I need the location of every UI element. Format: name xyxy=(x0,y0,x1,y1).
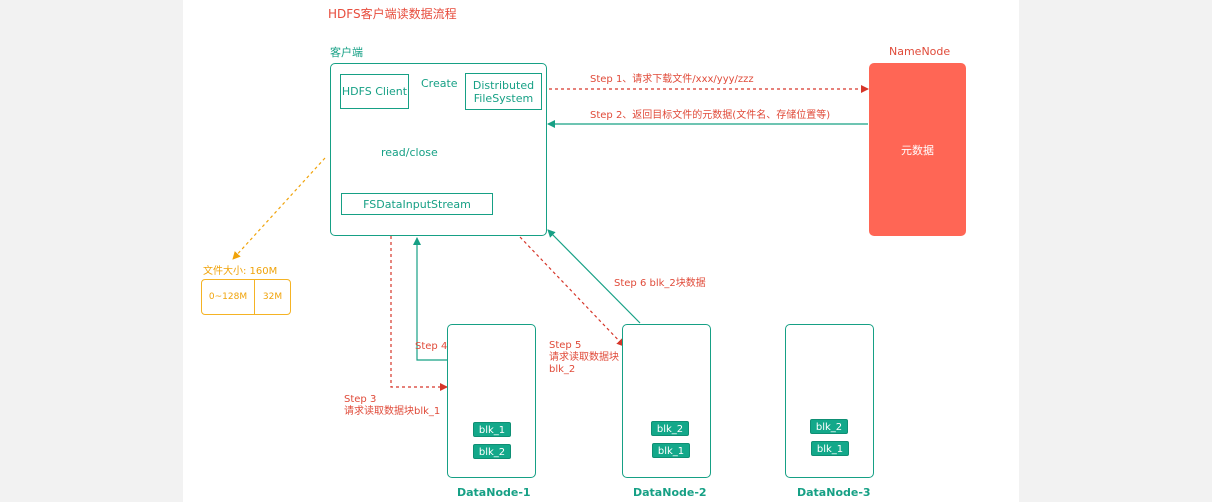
distributed-fs-line2: FileSystem xyxy=(473,91,534,105)
datanode-1-label: DataNode-1 xyxy=(457,486,531,499)
datanode-2-block-2: blk_1 xyxy=(652,443,690,458)
datanode-1-block-1: blk_1 xyxy=(473,422,511,437)
step6-label: Step 6 blk_2块数据 xyxy=(614,278,706,289)
datanode-2-block-1: blk_2 xyxy=(651,421,689,436)
metadata-label: 元数据 xyxy=(901,143,934,157)
step6-arrow xyxy=(547,229,641,324)
file-segment-1: 0~128M xyxy=(202,280,255,314)
create-label: Create xyxy=(421,77,458,90)
step3-label: Step 3 请求读取数据块blk_1 xyxy=(344,394,440,418)
datanode-3-block-1: blk_2 xyxy=(810,419,848,434)
datanode-3-label: DataNode-3 xyxy=(797,486,871,499)
hdfs-client-label: HDFS Client xyxy=(341,85,408,98)
client-label: 客户端 xyxy=(330,46,363,59)
step1-label: Step 1、请求下载文件/xxx/yyy/zzz xyxy=(590,74,754,85)
file-segment-2: 32M xyxy=(262,292,283,302)
step3-line1: Step 3 xyxy=(344,394,377,405)
file-size-label: 文件大小: 160M xyxy=(203,266,278,277)
step3-line2: 请求读取数据块blk_1 xyxy=(344,406,441,417)
datanode-3-block-2: blk_1 xyxy=(811,441,849,456)
hdfs-client-box: HDFS Client xyxy=(340,74,409,109)
step3-arrow xyxy=(390,236,448,391)
step5-line3: blk_2 xyxy=(549,364,576,375)
step5-line2: 请求读取数据块 xyxy=(549,352,619,363)
read-close-label: read/close xyxy=(381,146,438,159)
step2-label: Step 2、返回目标文件的元数据(文件名、存储位置等) xyxy=(590,110,831,121)
namenode-box: 元数据 xyxy=(869,63,966,236)
namenode-label: NameNode xyxy=(889,45,951,58)
fsdatainputstream-box: FSDataInputStream xyxy=(341,193,493,215)
file-size-box: 0~128M 32M xyxy=(201,279,291,315)
diagram-title: HDFS客户端读数据流程 xyxy=(328,7,457,21)
distributed-fs-line1: Distributed xyxy=(472,78,535,92)
file-size-arrow xyxy=(232,157,326,260)
datanode-2-label: DataNode-2 xyxy=(633,486,707,499)
diagram-canvas: HDFS客户端读数据流程 客户端 HDFS Client Create Dist… xyxy=(183,0,1019,502)
step5-label: Step 5 请求读取数据块 blk_2 xyxy=(549,340,619,376)
datanode-1-block-2: blk_2 xyxy=(473,444,511,459)
fsdatainputstream-label: FSDataInputStream xyxy=(363,197,471,211)
step5-line1: Step 5 xyxy=(549,340,582,351)
distributed-filesystem-box: Distributed FileSystem xyxy=(465,73,542,110)
datanode-1-box xyxy=(447,324,536,478)
